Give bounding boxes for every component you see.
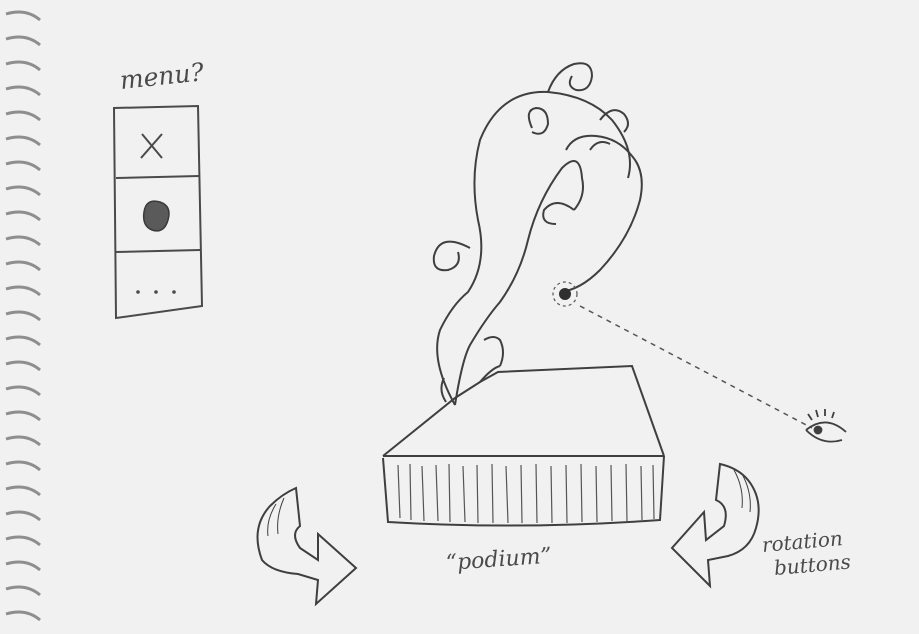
creature-figure [434,63,642,405]
spiral-binding [6,12,40,620]
eye-icon [806,409,846,442]
eye-viewpoint [553,282,812,428]
rotate-right-button[interactable] [250,486,360,606]
menu-item-close[interactable] [116,108,200,178]
rotate-left-button[interactable] [668,462,760,588]
menu-item-more[interactable] [116,252,200,314]
podium [383,366,664,526]
menu-item-circle[interactable] [116,178,200,248]
